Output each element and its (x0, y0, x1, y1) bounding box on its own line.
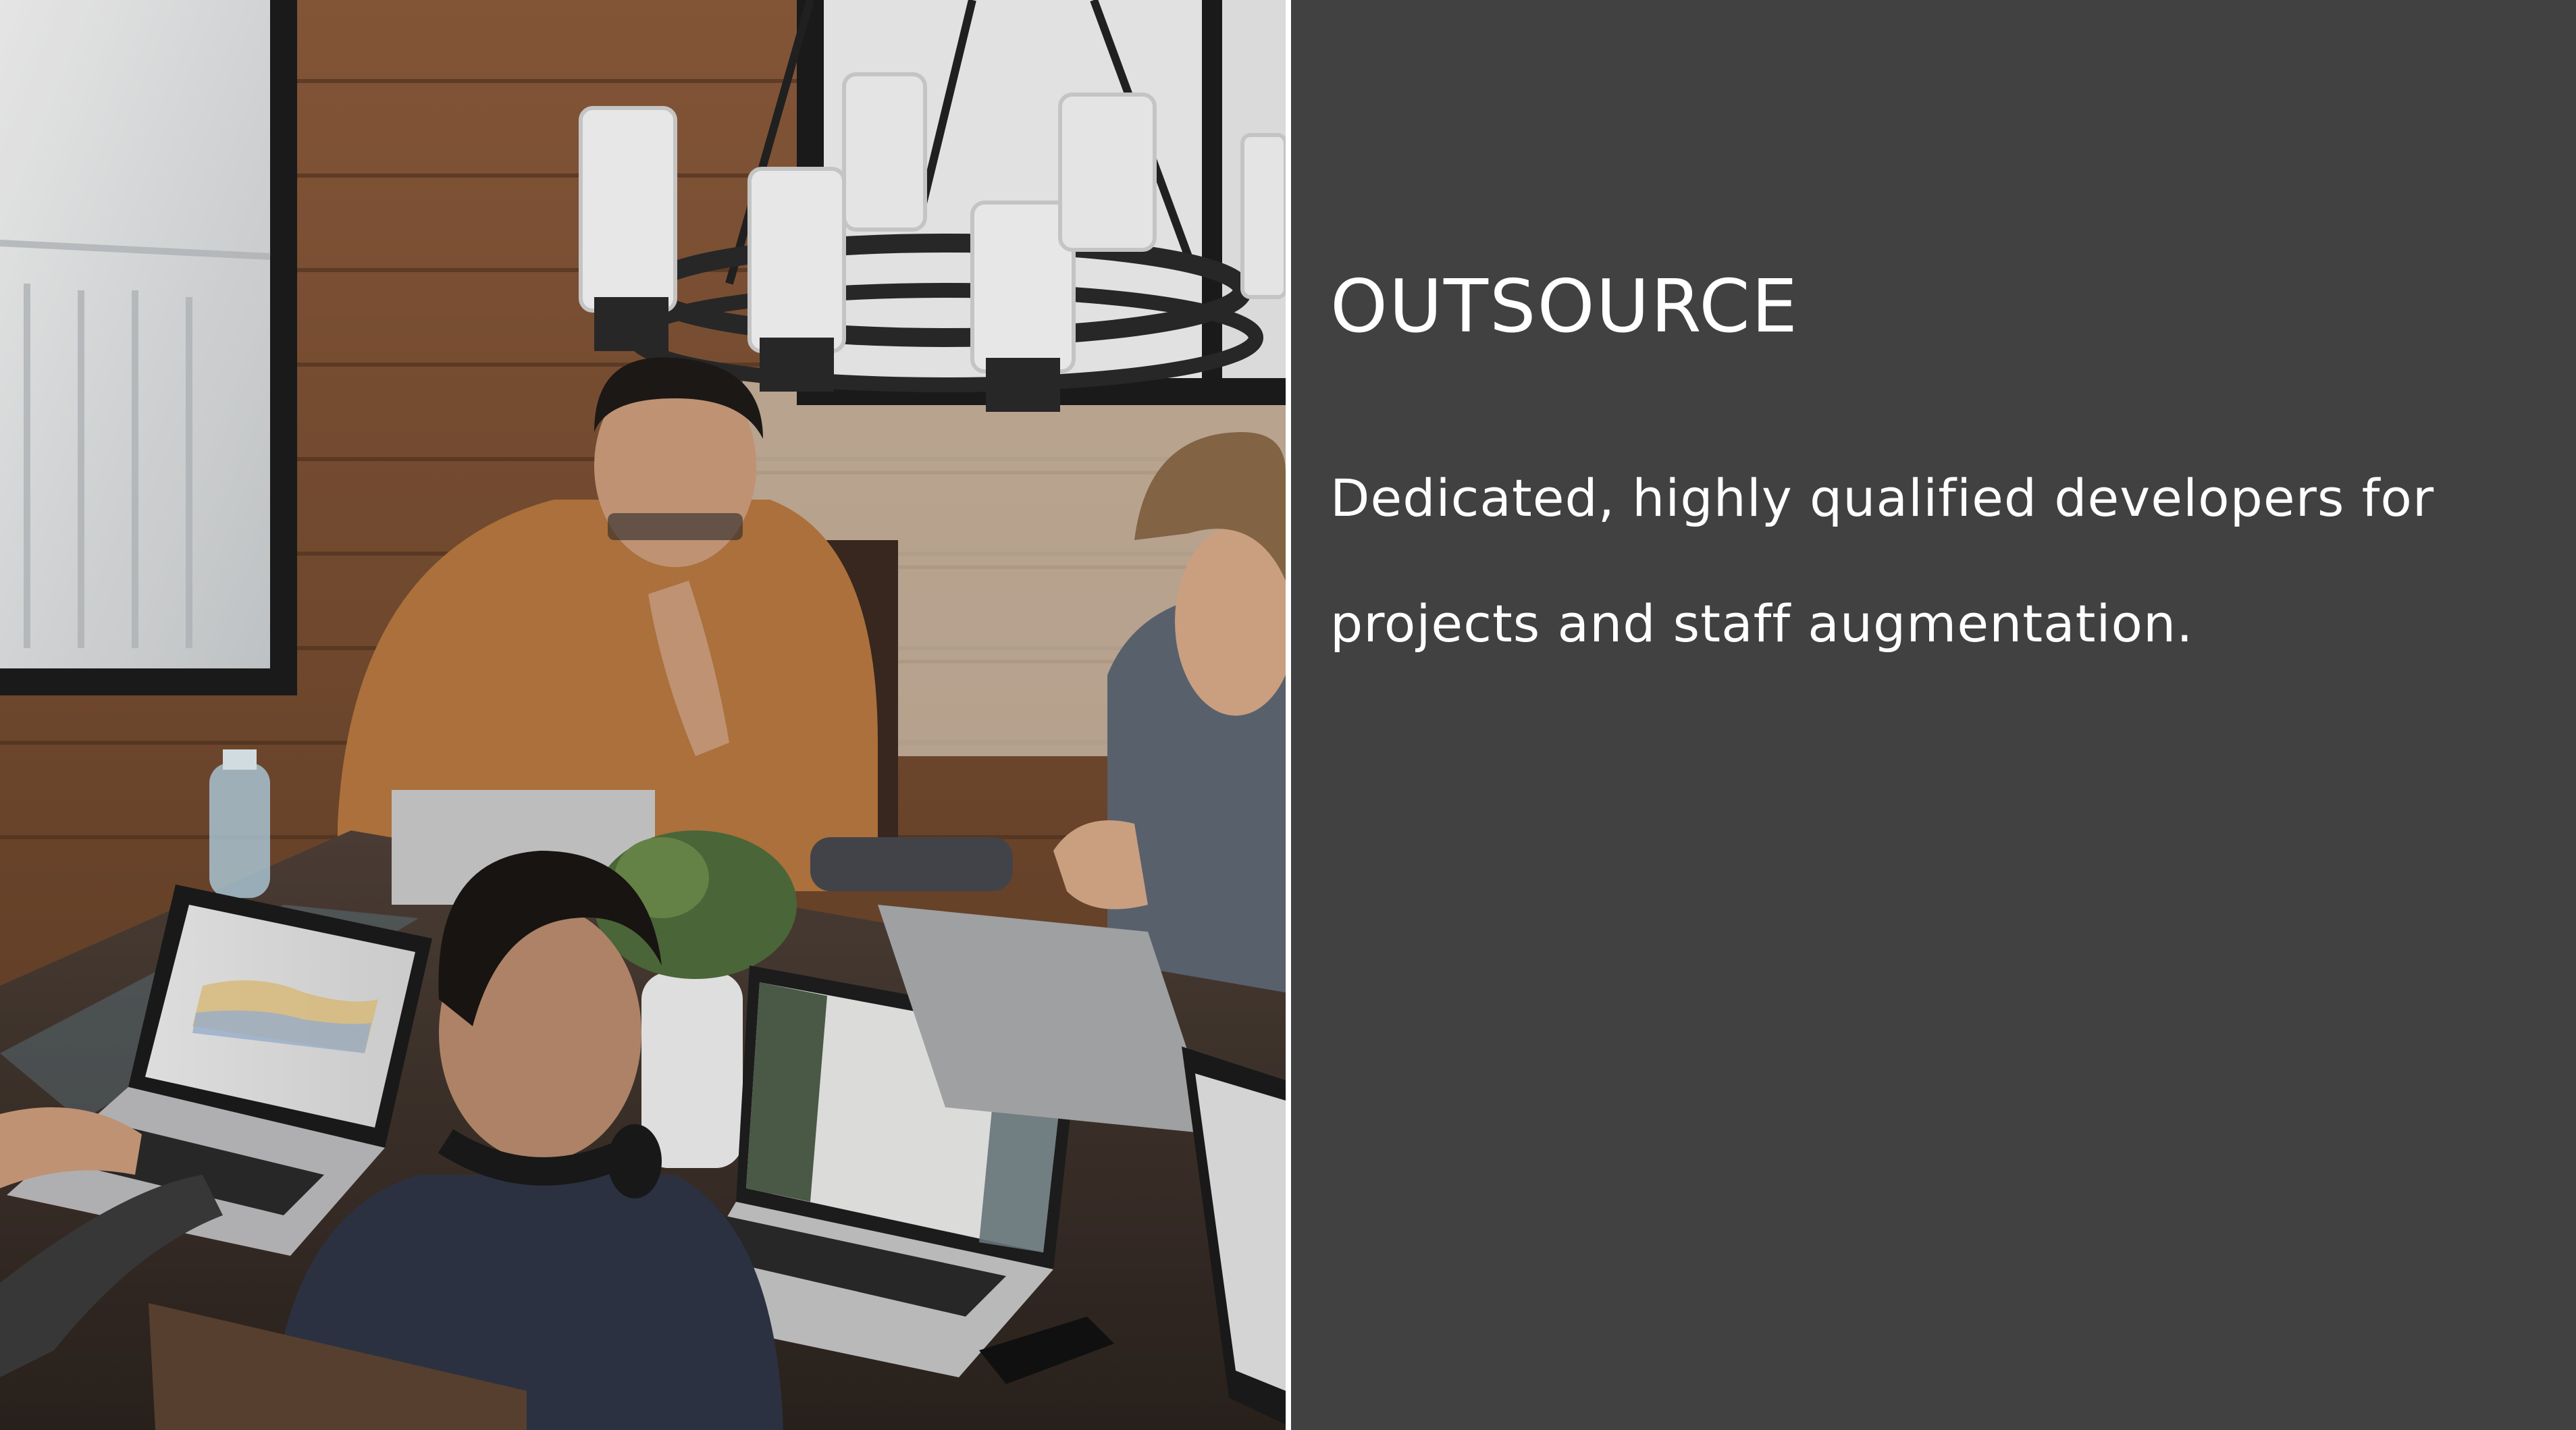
slide-body-text: Dedicated, highly qualified developers f… (1330, 435, 2532, 687)
team-photo (0, 0, 1286, 1430)
chandelier-shape (579, 0, 1286, 412)
body-line-1: Dedicated, highly qualified developers f… (1330, 468, 2435, 528)
slide-heading: OUTSOURCE (1330, 265, 1799, 349)
panel-divider (1286, 0, 1291, 1430)
developer-gray-tshirt-shape (1053, 432, 1286, 1013)
body-line-2: projects and staff augmentation. (1330, 593, 2194, 654)
team-photo-illustration (0, 0, 1286, 1430)
